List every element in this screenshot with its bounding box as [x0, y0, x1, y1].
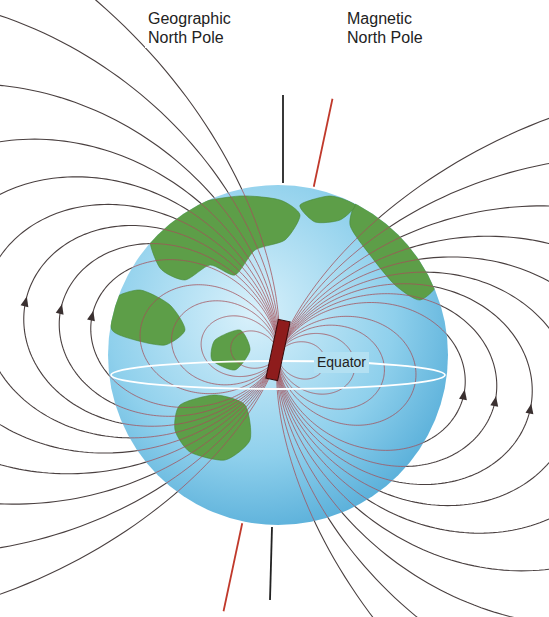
field-line — [0, 84, 279, 504]
field-line — [24, 225, 279, 426]
field-line — [278, 272, 549, 505]
pole-label: Geographic North Pole — [145, 8, 247, 48]
field-line — [0, 0, 279, 554]
field-line — [278, 294, 497, 467]
bar-magnet — [266, 319, 290, 380]
field-line — [91, 260, 278, 408]
field-line — [0, 139, 279, 474]
field-line — [277, 79, 549, 617]
field-line — [0, 204, 278, 437]
arrowhead — [490, 396, 500, 407]
field-line — [277, 236, 549, 571]
arrowhead — [56, 303, 66, 315]
continent — [149, 196, 300, 280]
field-line — [59, 244, 278, 417]
field-line — [59, 244, 278, 417]
field-line — [277, 79, 549, 617]
equator-label: Equator — [314, 352, 369, 373]
field-line — [278, 303, 465, 451]
arrowhead — [87, 310, 97, 322]
field-line — [0, 0, 279, 617]
field-line — [278, 294, 497, 467]
field-line — [0, 0, 279, 554]
field-line — [277, 206, 549, 617]
field-line — [140, 285, 278, 394]
continent — [300, 196, 355, 223]
arrowhead — [459, 389, 469, 400]
field-arrows — [21, 296, 536, 415]
field-line — [172, 301, 279, 385]
field-line — [91, 260, 278, 408]
continent — [175, 395, 251, 460]
field-line — [0, 204, 278, 437]
arrowhead — [21, 296, 31, 308]
axis-line — [270, 527, 272, 600]
field-line — [0, 84, 279, 504]
field-line — [278, 303, 465, 451]
axis-line — [282, 95, 284, 183]
field-line — [278, 316, 416, 425]
globe — [108, 185, 448, 525]
field-line — [278, 284, 533, 485]
field-line — [0, 0, 279, 617]
field-line — [0, 139, 279, 474]
continent — [110, 290, 185, 345]
field-line — [277, 156, 549, 617]
field-line — [277, 236, 549, 571]
field-line — [277, 156, 549, 617]
axis-line — [314, 99, 333, 187]
axis-line — [224, 523, 243, 611]
field-line — [277, 206, 549, 617]
pole-label: Magnetic North Pole — [344, 8, 440, 48]
field-line — [24, 225, 279, 426]
arrowhead — [526, 403, 536, 414]
field-line — [278, 325, 385, 409]
